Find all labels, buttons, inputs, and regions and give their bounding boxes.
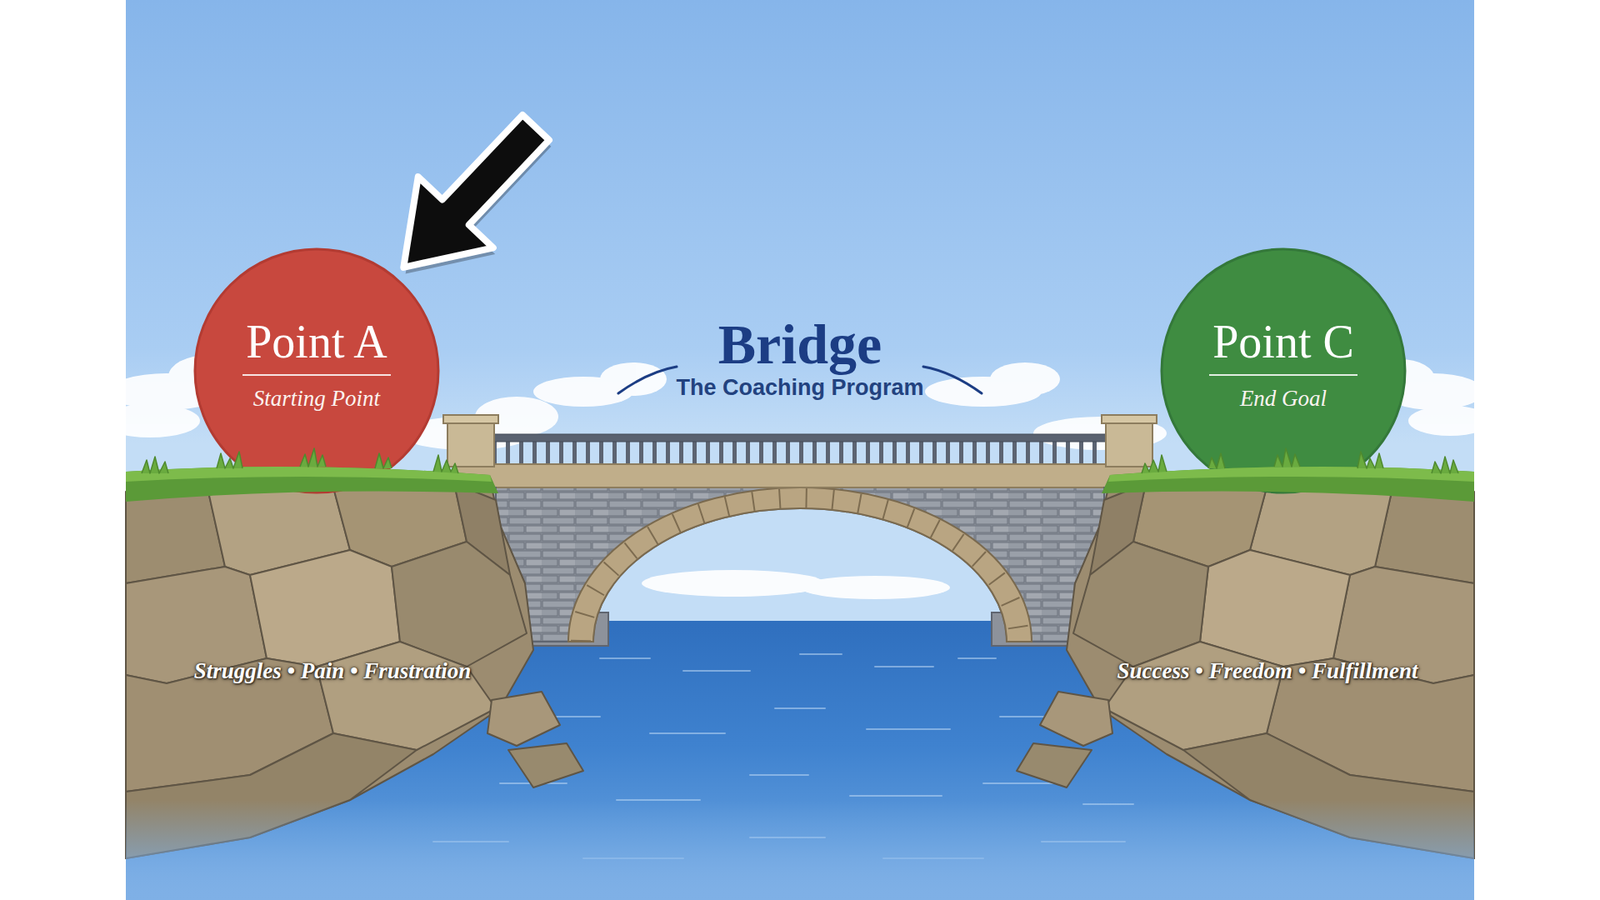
node-heading: Bridge <box>718 315 882 375</box>
node-subtitle: Starting Point <box>253 385 380 412</box>
divider-line <box>242 374 391 376</box>
node-subtitle: The Coaching Program <box>675 374 924 401</box>
stage-keywords: Struggles • Pain • Frustration <box>194 658 472 685</box>
bridge-title: BridgeThe Coaching Program <box>675 315 924 402</box>
circle-fill <box>1161 249 1405 493</box>
circle-shape <box>1160 247 1407 495</box>
circle-shape <box>193 247 440 495</box>
divider-line <box>1209 374 1358 376</box>
stage-keywords: Success • Freedom • Fulfillment <box>1117 658 1419 685</box>
node-heading: Point C <box>1212 316 1355 369</box>
node-heading: Point A <box>245 316 388 369</box>
circle-fill <box>195 249 439 493</box>
node-subtitle: End Goal <box>1240 385 1327 412</box>
stage-circle: Point A Starting Point <box>193 247 440 495</box>
stage-circle: Point C End Goal <box>1160 247 1407 495</box>
